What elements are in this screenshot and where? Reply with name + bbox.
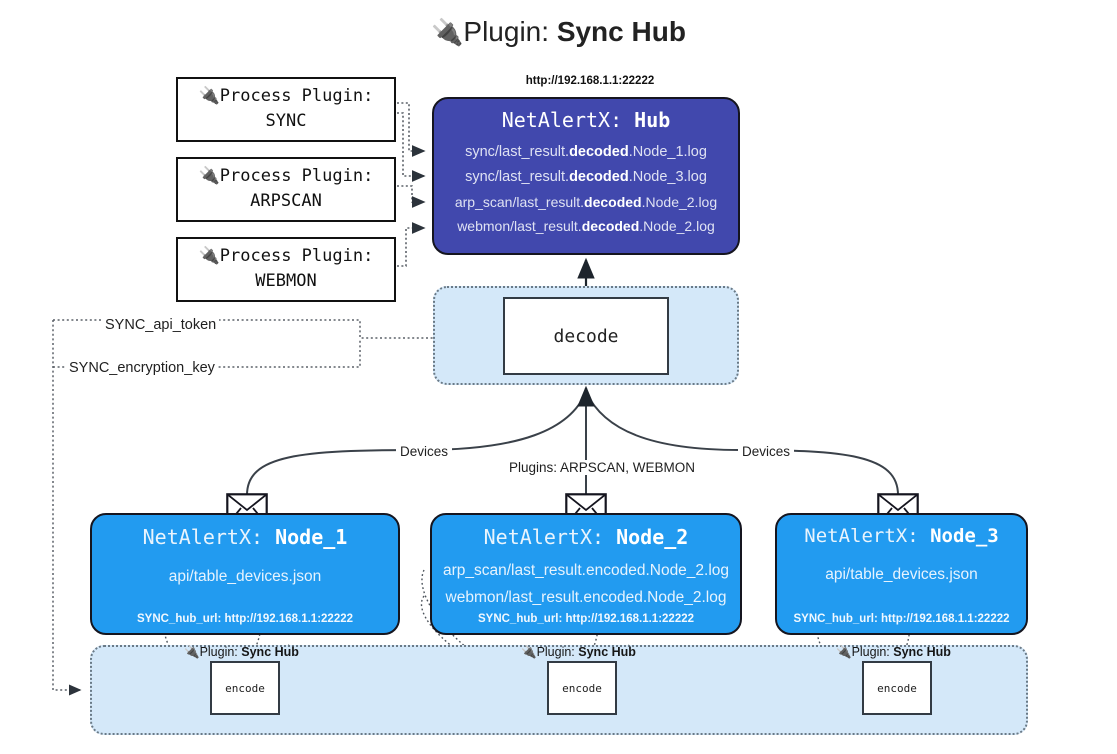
hub-logline: sync/last_result.decoded.Node_1.log (465, 144, 707, 160)
plugin-tag-node-2: 🔌Plugin: Sync Hub (521, 645, 636, 659)
node-1-hub-url: SYNC_hub_url: http://192.168.1.1:22222 (136, 613, 354, 625)
hub-title-name: Hub (634, 108, 671, 132)
process-plugin-sync[interactable]: 🔌Process Plugin: SYNC (176, 77, 396, 143)
plugin-tag-node-3: 🔌Plugin: Sync Hub (836, 645, 951, 659)
hub-logline: webmon/last_result.decoded.Node_2.log (457, 217, 715, 234)
process-plugin-webmon-line1: 🔌Process Plugin: (198, 246, 374, 266)
node-2-line: arp_scan/last_result.encoded.Node_2.log (442, 562, 730, 579)
sync-api-token-label: SYNC_api_token (102, 317, 220, 333)
edge-label-devices-left: Devices (396, 444, 453, 459)
page-title: 🔌Plugin: Sync Hub (0, 16, 1117, 48)
hub-title: NetAlertX: Hub (434, 108, 738, 132)
node-2[interactable]: NetAlertX: Node_2 arp_scan/last_result.e… (430, 513, 742, 635)
encode-box-node-2[interactable]: encode (547, 661, 617, 715)
node-2-title: NetAlertX: Node_2 (483, 525, 689, 549)
hub-title-prefix: NetAlertX: (501, 108, 635, 132)
plugin-tag-node-1: 🔌Plugin: Sync Hub (184, 645, 299, 659)
process-plugin-webmon-line2: WEBMON (255, 270, 317, 291)
node-3-hub-url: SYNC_hub_url: http://192.168.1.1:22222 (793, 613, 1010, 625)
process-plugin-sync-line1: 🔌Process Plugin: (198, 86, 374, 106)
node-1-lines: api/table_devices.json (92, 563, 398, 590)
sync-encryption-key-label: SYNC_encryption_key (66, 360, 218, 376)
edge-label-devices-right: Devices (738, 444, 795, 459)
hub-url-label: http://192.168.1.1:22222 (525, 75, 655, 87)
process-plugin-arpscan[interactable]: 🔌Process Plugin: ARPSCAN (176, 157, 396, 223)
hub-node[interactable]: NetAlertX: Hub sync/last_result.decoded.… (432, 97, 740, 255)
hub-loglines: sync/last_result.decoded.Node_1.log sync… (434, 140, 738, 238)
node-3-title: NetAlertX: Node_3 (804, 525, 999, 547)
node-3-lines: api/table_devices.json (777, 561, 1026, 588)
edge-label-plugins: Plugins: ARPSCAN, WEBMON (505, 460, 700, 475)
node-1-line: api/table_devices.json (168, 568, 322, 585)
node-2-lines: arp_scan/last_result.encoded.Node_2.log … (432, 557, 740, 611)
process-plugin-arpscan-line1: 🔌Process Plugin: (198, 166, 374, 186)
hub-logline: arp_scan/last_result.decoded.Node_2.log (454, 193, 718, 210)
node-3-line: api/table_devices.json (825, 566, 978, 583)
process-plugin-webmon[interactable]: 🔌Process Plugin: WEBMON (176, 237, 396, 303)
process-plugin-sync-line2: SYNC (265, 110, 307, 131)
node-2-hub-url: SYNC_hub_url: http://192.168.1.1:22222 (477, 613, 695, 625)
page-title-name: Sync Hub (556, 16, 686, 47)
plug-icon: 🔌 (431, 17, 464, 47)
hub-logline: sync/last_result.decoded.Node_3.log (465, 168, 707, 185)
node-1-title: NetAlertX: Node_1 (142, 525, 348, 549)
decode-box[interactable]: decode (503, 297, 669, 375)
node-2-line: webmon/last_result.encoded.Node_2.log (445, 589, 727, 607)
encode-box-node-3[interactable]: encode (862, 661, 932, 715)
process-plugin-arpscan-line2: ARPSCAN (250, 190, 322, 211)
page-title-prefix: Plugin: (463, 16, 557, 47)
encode-box-node-1[interactable]: encode (210, 661, 280, 715)
node-3[interactable]: NetAlertX: Node_3 api/table_devices.json… (775, 513, 1028, 635)
node-1[interactable]: NetAlertX: Node_1 api/table_devices.json… (90, 513, 400, 635)
